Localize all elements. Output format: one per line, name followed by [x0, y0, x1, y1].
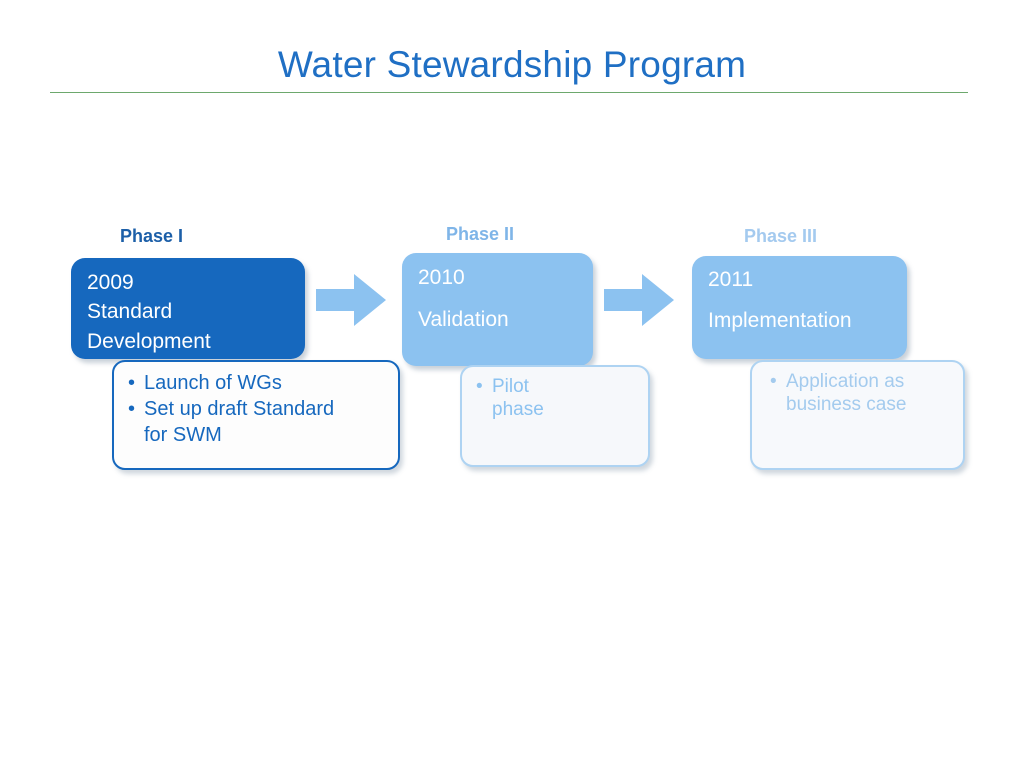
list-item: Launch of WGs — [128, 370, 388, 396]
phase-1-name-line1: Standard — [87, 300, 173, 324]
phase-3-year: 2011 — [708, 268, 754, 291]
phase-label-3: Phase III — [744, 226, 818, 246]
phase-2-name-line1: Validation — [418, 308, 509, 331]
phase-1-bullet-list: Launch of WGs Set up draft Standard for … — [128, 370, 388, 448]
phase-label-2: Phase II — [446, 224, 515, 244]
arrow-phase1-to-phase2-icon — [316, 274, 386, 326]
list-item: Pilot phase — [476, 375, 638, 421]
phase-box-3[interactable]: 2011 Implementation — [692, 256, 907, 359]
phase-3-name-line1: Implementation — [708, 308, 852, 332]
phase-2-bullet-list: Pilot phase — [476, 375, 638, 421]
list-item: Set up draft Standard for SWM — [128, 396, 388, 448]
phase-2-year: 2010 — [418, 266, 465, 289]
phase-1-bullets[interactable]: Launch of WGs Set up draft Standard for … — [112, 360, 400, 470]
phase-box-1[interactable]: 2009 Standard Development — [71, 258, 305, 359]
title-divider — [50, 92, 968, 93]
phase-2-bullets[interactable]: Pilot phase — [460, 365, 650, 467]
page-title: Water Stewardship Program — [277, 44, 747, 85]
phase-3-bullets[interactable]: Application as business case — [750, 360, 965, 470]
phase-1-name-line2: Development — [87, 329, 211, 353]
list-item: Application as business case — [770, 370, 953, 416]
phase-box-2[interactable]: 2010 Validation — [402, 253, 593, 366]
phase-1-year: 2009 — [87, 271, 134, 294]
arrow-phase2-to-phase3-icon — [604, 274, 674, 326]
phase-label-1: Phase I — [120, 226, 184, 246]
phase-3-bullet-list: Application as business case — [770, 370, 953, 416]
